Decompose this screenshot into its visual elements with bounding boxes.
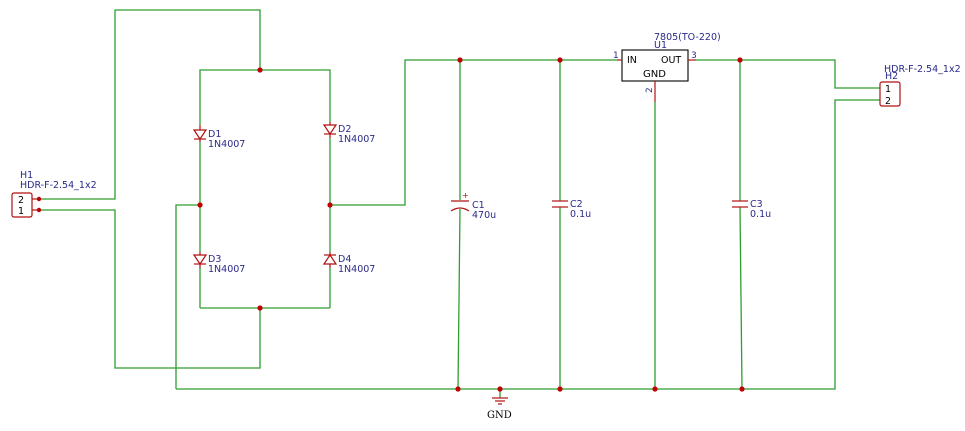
wire-bridge-positive	[330, 59, 617, 206]
wire-bridge-negative	[175, 204, 200, 389]
capacitor-c2-value: 0.1u	[570, 209, 591, 220]
regulator-u1-pin-in-number: 1	[613, 51, 619, 61]
connector-h1-value: HDR-F-2.54_1x2	[20, 180, 97, 191]
capacitor-c1-polarity: +	[462, 191, 469, 200]
regulator-u1-pin-out-number: 3	[691, 51, 697, 61]
wire-output-rail	[696, 59, 882, 89]
diode-d1[interactable]: D1 1N4007	[192, 125, 245, 150]
connector-h2-ref: H2	[885, 71, 898, 82]
diode-d4-ref: D4	[338, 254, 351, 265]
connector-h2-pin1-number: 1	[885, 84, 891, 95]
connector-h2[interactable]: 1 2 H2 HDR-F-2.54_1x2	[879, 64, 961, 107]
diode-d2-ref: D2	[338, 124, 351, 135]
capacitor-c1-plate-bottom	[450, 207, 470, 212]
ground-label: GND	[487, 410, 512, 421]
connector-h2-value: HDR-F-2.54_1x2	[884, 64, 961, 75]
junction-c2-top	[557, 57, 563, 63]
connector-h1[interactable]: 2 1 H1 HDR-F-2.54_1x2	[11, 170, 97, 218]
wire-h1-pin1	[40, 209, 261, 369]
connector-h1-pin1-number: 1	[18, 206, 24, 217]
diode-d1-value: 1N4007	[208, 139, 245, 150]
junction-bridge-bottom	[257, 305, 263, 311]
diode-d3-value: 1N4007	[208, 264, 245, 275]
capacitor-c3[interactable]: C3 0.1u	[732, 199, 771, 220]
diode-d1-ref: D1	[208, 129, 221, 140]
wires	[40, 9, 882, 398]
junction-u1-gnd	[652, 386, 658, 392]
diode-d4-body-icon	[322, 253, 338, 265]
regulator-u1-value: 7805(TO-220)	[654, 32, 721, 43]
wire-ground-bus	[176, 99, 882, 390]
junction-gnd	[497, 386, 503, 392]
diode-d1-body-icon	[192, 129, 208, 141]
diode-d3-body-icon	[192, 254, 208, 266]
junction-bridge-left	[197, 202, 203, 208]
wire-h1-pin2	[40, 9, 261, 200]
capacitor-c3-ref: C3	[750, 199, 763, 210]
regulator-u1-pin-gnd-number: 2	[645, 87, 655, 93]
capacitor-c3-value: 0.1u	[750, 209, 771, 220]
connector-h1-pin2-number: 2	[18, 195, 24, 206]
diode-d3[interactable]: D3 1N4007	[192, 252, 245, 275]
diode-d2-value: 1N4007	[338, 134, 375, 145]
capacitor-c1[interactable]: + C1 470u	[450, 191, 496, 221]
junction-c1-bottom	[455, 386, 461, 392]
junction-c1-top	[457, 57, 463, 63]
junction-bridge-top	[257, 67, 263, 73]
wire-bridge-top	[199, 69, 331, 125]
regulator-u1-pin-in-label: IN	[627, 55, 637, 66]
diode-d2-body-icon	[322, 124, 338, 136]
regulator-u1-ref: U1	[654, 40, 667, 51]
connector-h1-body	[11, 192, 33, 218]
wire-c3-bottom	[739, 206, 743, 390]
diode-d3-ref: D3	[208, 254, 221, 265]
connector-h2-pin2-number: 2	[885, 96, 891, 107]
junctions	[36, 57, 745, 392]
junction-c3-bottom	[739, 386, 745, 392]
diode-d4-value: 1N4007	[338, 264, 375, 275]
regulator-u1-pin-out-label: OUT	[661, 55, 681, 66]
capacitor-c1-ref: C1	[472, 200, 485, 211]
junction-c3-top	[737, 57, 743, 63]
capacitor-c1-value: 470u	[472, 210, 496, 221]
diode-d4[interactable]: D4 1N4007	[322, 252, 375, 275]
ground-symbol: GND	[487, 397, 512, 421]
capacitor-c2[interactable]: C2 0.1u	[552, 199, 591, 220]
regulator-u1-pin-gnd-label: GND	[643, 69, 666, 80]
regulator-u1[interactable]: IN OUT GND 1 3 2 7805(TO-220) U1	[613, 32, 721, 102]
connector-h1-ref: H1	[20, 170, 33, 181]
junction-c2-bottom	[557, 386, 563, 392]
capacitor-c2-ref: C2	[570, 199, 583, 210]
connector-h2-body	[879, 81, 901, 107]
wire-c1-bottom	[457, 208, 461, 390]
diode-d2[interactable]: D2 1N4007	[322, 122, 375, 145]
junction-bridge-right	[327, 202, 333, 208]
